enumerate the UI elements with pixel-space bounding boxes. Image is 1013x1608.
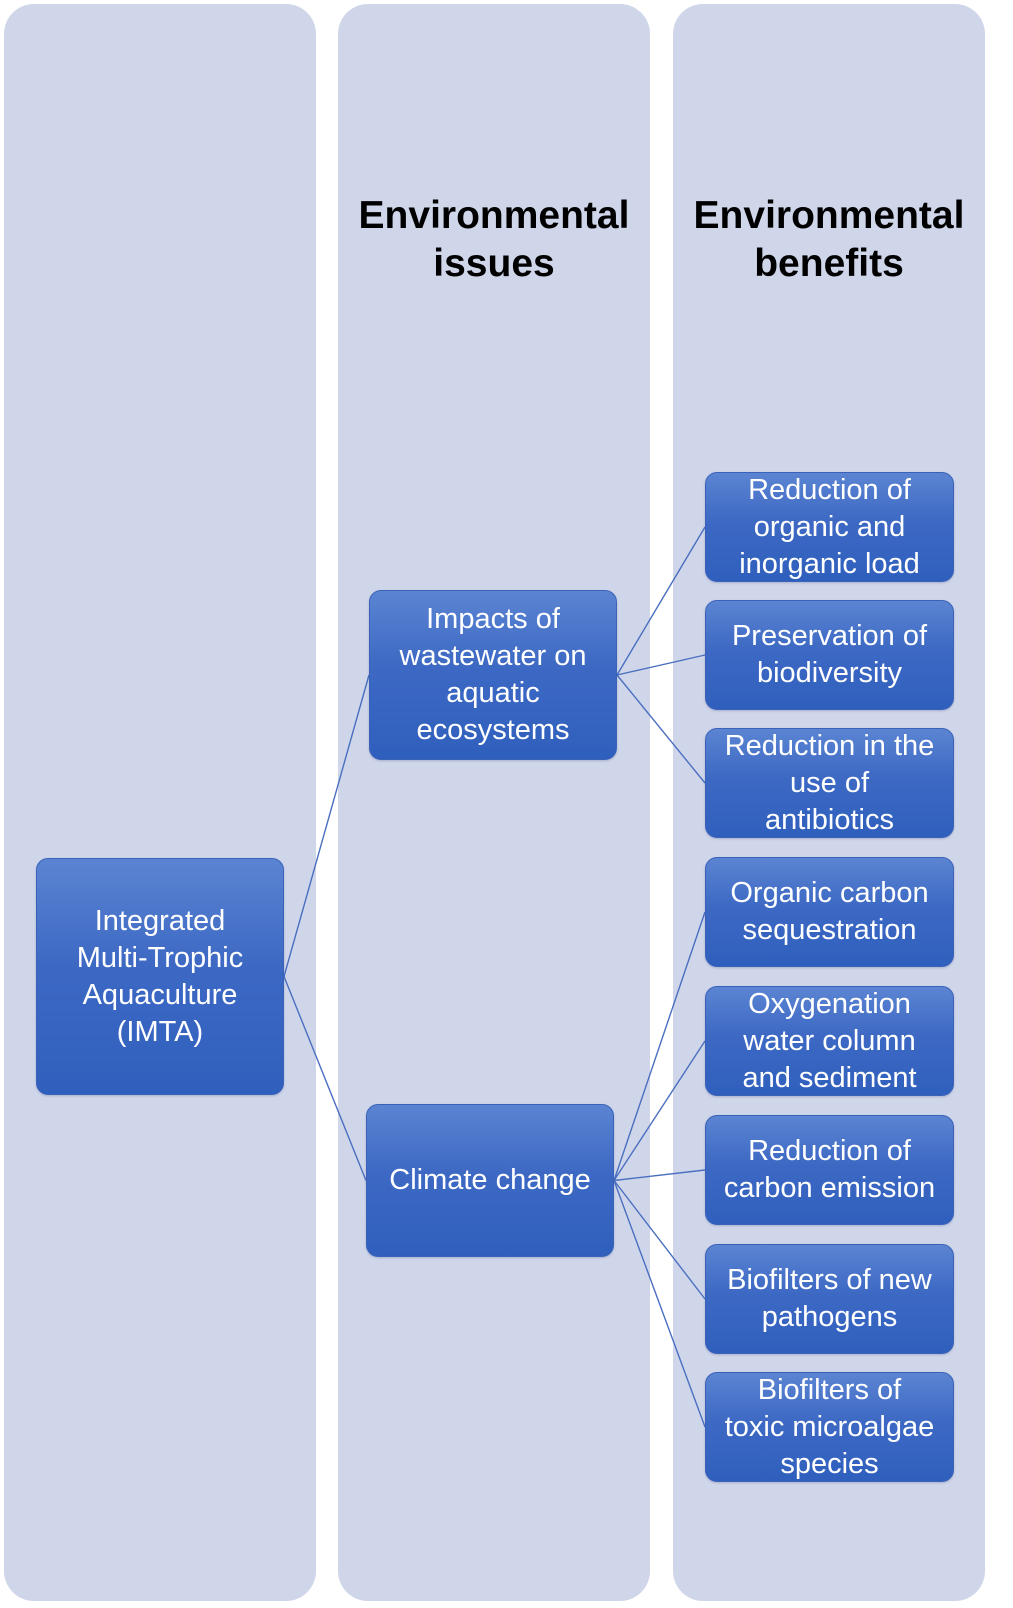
connector-issue-to-benefit	[613, 1040, 706, 1181]
benefit-node-biodiversity: Preservation of biodiversity	[705, 600, 954, 710]
benefit-node-new-pathogens: Biofilters of new pathogens	[705, 1244, 954, 1354]
column-header-issues: Environmental issues	[358, 194, 630, 285]
issue-node-climate-change: Climate change	[366, 1104, 614, 1257]
connector-issue-to-benefit	[613, 911, 706, 1181]
connector-issue-to-benefit	[616, 674, 706, 784]
benefit-node-carbon-sequestration: Organic carbon sequestration	[705, 857, 954, 967]
benefit-node-oxygenation: Oxygenation water column and sediment	[705, 986, 954, 1096]
connector-issue-to-benefit	[613, 1180, 706, 1428]
connector-root-to-issue	[283, 674, 370, 977]
benefit-node-toxic-microalgae: Biofilters of toxic microalgae species	[705, 1372, 954, 1482]
connector-issue-to-benefit	[613, 1169, 706, 1182]
column-header-benefits: Environmental benefits	[693, 194, 965, 285]
connector-root-to-issue	[283, 976, 367, 1181]
benefit-node-antibiotics: Reduction in the use of antibiotics	[705, 728, 954, 838]
benefit-node-organic-inorganic-load: Reduction of organic and inorganic load	[705, 472, 954, 582]
root-node-imta: Integrated Multi-Trophic Aquaculture (IM…	[36, 858, 284, 1095]
column-environmental-issues: Environmental issues	[338, 4, 650, 1601]
issue-node-wastewater-impacts: Impacts of wastewater on aquatic ecosyst…	[369, 590, 617, 760]
column-imta	[4, 4, 316, 1601]
connector-issue-to-benefit	[613, 1180, 706, 1300]
benefit-node-carbon-emission: Reduction of carbon emission	[705, 1115, 954, 1225]
connector-issue-to-benefit	[616, 526, 706, 676]
connector-issue-to-benefit	[616, 654, 706, 676]
